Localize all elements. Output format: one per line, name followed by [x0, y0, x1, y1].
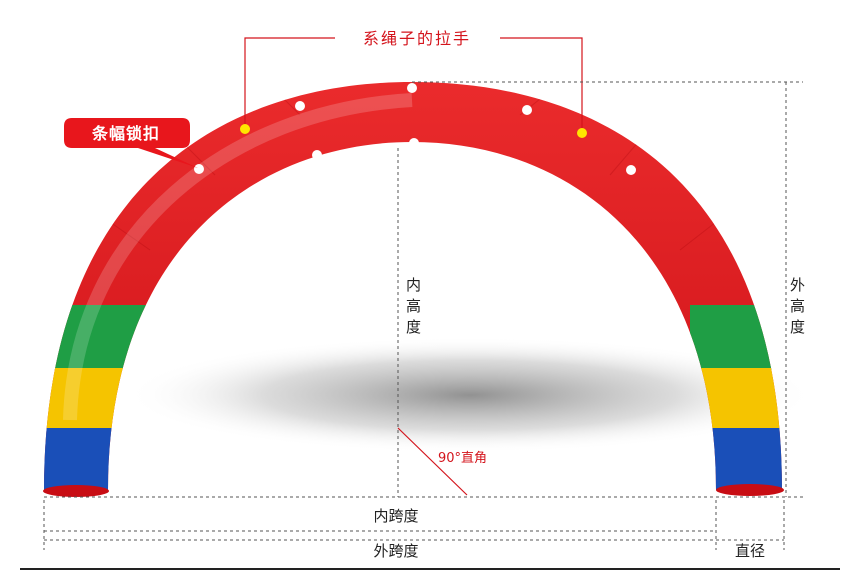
banner-buckle-badge: 条幅锁扣: [64, 118, 198, 168]
inner-height-label-3: 度: [406, 318, 421, 336]
outer-height-label-3: 度: [790, 318, 805, 336]
outer-height-label-2: 高: [790, 297, 805, 315]
handle-label: 系绳子的拉手: [363, 29, 471, 48]
left-foot-base: [43, 485, 109, 497]
right-angle-pointer: [397, 427, 468, 496]
buckle-dot: [594, 209, 604, 219]
inner-height-label-2: 高: [406, 297, 421, 315]
outer-span-label: 外跨度: [373, 542, 418, 560]
arch-shadow: [125, 337, 815, 453]
buckle-dot: [407, 83, 417, 93]
diameter-label: 直径: [735, 542, 765, 560]
banner-buckle-label: 条幅锁扣: [91, 124, 160, 143]
inner-span-label: 内跨度: [373, 507, 418, 525]
handle-dot: [240, 124, 250, 134]
buckle-dot: [507, 158, 517, 168]
inner-height-label-1: 内: [406, 276, 421, 294]
right-angle-label: 90°直角: [438, 451, 487, 466]
handle-callout: [244, 37, 583, 128]
buckle-dot: [194, 164, 204, 174]
buckle-dot: [522, 105, 532, 115]
right-foot-base: [716, 484, 784, 496]
buckle-dot: [295, 101, 305, 111]
right-green-band: [690, 305, 782, 370]
buckle-dot: [224, 203, 234, 213]
buckle-dot: [626, 165, 636, 175]
buckle-dot: [409, 138, 419, 148]
outer-height-label-1: 外: [790, 276, 805, 294]
buckle-dot: [312, 150, 322, 160]
dimension-lines: [43, 81, 803, 550]
handle-dot: [577, 128, 587, 138]
buckle-dots: [194, 83, 636, 219]
